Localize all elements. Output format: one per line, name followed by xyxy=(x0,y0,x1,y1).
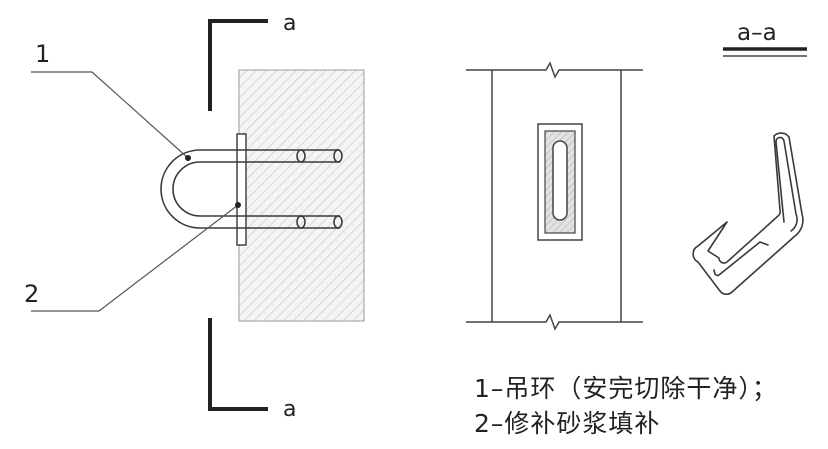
ring-slot xyxy=(552,140,568,221)
leader-dot-2 xyxy=(235,202,241,208)
concrete-member xyxy=(238,69,365,322)
left-elevation: a a 1 2 xyxy=(24,11,365,422)
front-view xyxy=(466,61,643,331)
leader-lines xyxy=(31,71,239,312)
ring-isometric xyxy=(692,132,804,296)
callout-2-number: 2 xyxy=(24,280,39,308)
section-a-a: a–a xyxy=(692,20,807,296)
embedded-plate xyxy=(236,133,247,246)
section-label-bottom: a xyxy=(283,397,296,422)
lifting-ring xyxy=(160,149,343,229)
section-title: a–a xyxy=(737,20,777,46)
callout-1-number: 1 xyxy=(35,40,50,68)
section-cut-bottom xyxy=(208,318,268,411)
legend-item-2: 2–修补砂浆填补 xyxy=(474,409,661,438)
leader-dot-1 xyxy=(185,155,191,161)
legend-item-1: 1–吊环（安完切除干净）； xyxy=(474,374,778,403)
section-label-top: a xyxy=(283,11,296,36)
section-cut-top xyxy=(208,19,268,111)
